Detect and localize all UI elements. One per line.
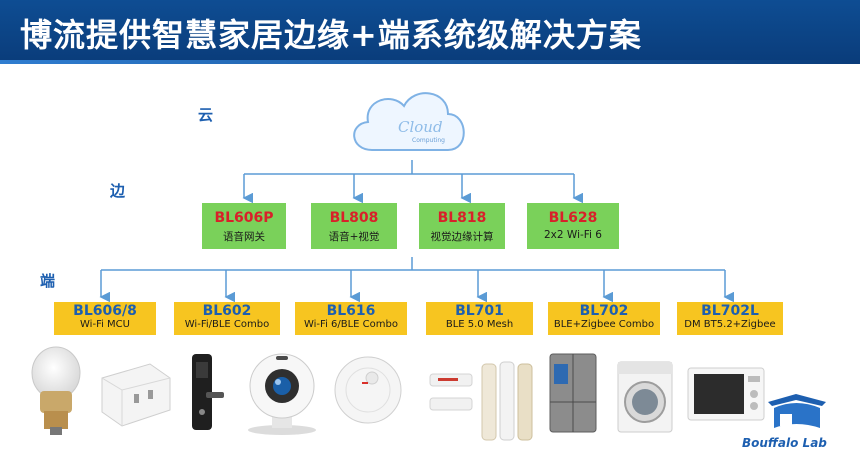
chip-name: BL616 [326, 303, 376, 319]
chip-desc: Wi-Fi MCU [80, 319, 130, 330]
chip-name: BL702 [579, 303, 629, 319]
cloud-big-text: Cloud [398, 118, 443, 136]
chip-desc: 视觉边缘计算 [430, 231, 494, 243]
smart-plug-icon [101, 363, 171, 427]
refrigerator-icon [549, 353, 597, 433]
device-box-bl702: BL702 BLE+Zigbee Combo [548, 302, 660, 335]
chip-desc: 语音+视觉 [328, 231, 380, 243]
chip-desc: BLE 5.0 Mesh [445, 319, 514, 330]
title-bar: 博流提供智慧家居边缘+端系统级解决方案 [0, 0, 860, 64]
device-box-bl616: BL616 Wi-Fi 6/BLE Combo [295, 302, 407, 335]
robot-vacuum-icon [334, 356, 402, 424]
edge-box-bl606p: BL606P 语音网关 [202, 203, 286, 249]
chip-desc: 2x2 Wi-Fi 6 [544, 229, 602, 241]
air-conditioner-icon [429, 361, 533, 441]
chip-desc: 语音网关 [223, 231, 265, 243]
chip-desc: Wi-Fi/BLE Combo [184, 319, 270, 330]
cloud-icon: Cloud Computing [353, 92, 465, 151]
light-bulb-icon [31, 346, 81, 435]
tier-label-cloud: 云 [198, 106, 214, 124]
chip-name: BL606/8 [73, 303, 137, 319]
chip-desc: BLE+Zigbee Combo [553, 319, 655, 330]
tier-label-edge: 边 [110, 182, 126, 200]
washing-machine-icon [617, 361, 673, 433]
edge-box-bl808: BL808 语音+视觉 [311, 203, 397, 249]
bouffalo-logo-icon [768, 394, 826, 428]
microwave-icon [687, 367, 765, 421]
chip-name: BL602 [202, 303, 252, 319]
device-box-bl702l: BL702L DM BT5.2+Zigbee [677, 302, 783, 335]
webcam-icon [248, 353, 316, 435]
edge-box-bl628: BL628 2x2 Wi-Fi 6 [527, 203, 619, 249]
cloud-small-text: Computing [412, 137, 445, 144]
page-title: 博流提供智慧家居边缘+端系统级解决方案 [20, 16, 642, 54]
device-box-bl701: BL701 BLE 5.0 Mesh [426, 302, 533, 335]
device-box-bl602: BL602 Wi-Fi/BLE Combo [174, 302, 280, 335]
chip-desc: Wi-Fi 6/BLE Combo [303, 319, 398, 330]
chip-desc: DM BT5.2+Zigbee [684, 319, 776, 330]
chip-name: BL702L [701, 303, 759, 319]
chip-name: BL808 [329, 210, 379, 226]
edge-box-bl818: BL818 视觉边缘计算 [419, 203, 505, 249]
device-box-bl606-8: BL606/8 Wi-Fi MCU [54, 302, 156, 335]
chip-name: BL606P [214, 210, 274, 226]
chip-name: BL701 [455, 303, 504, 319]
tier-label-device: 端 [40, 272, 56, 290]
chip-name: BL818 [437, 210, 487, 226]
chip-name: BL628 [548, 210, 598, 226]
brand-name: Bouffalo Lab [742, 436, 827, 450]
door-lock-icon [192, 354, 224, 430]
